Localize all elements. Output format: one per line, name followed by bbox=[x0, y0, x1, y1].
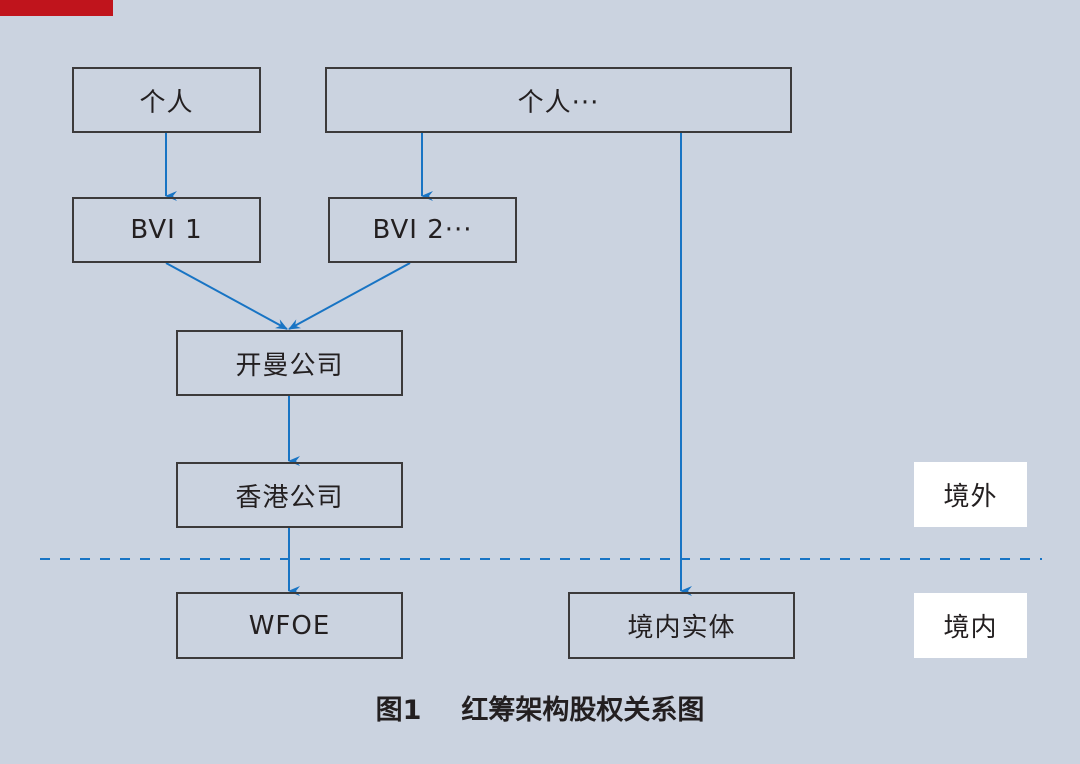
region-label: 境外 bbox=[943, 482, 998, 512]
region-label: 境内 bbox=[943, 613, 998, 643]
node-person-more: 个人··· bbox=[325, 67, 792, 133]
node-label: BVI 1 bbox=[130, 215, 203, 245]
node-person-1: 个人 bbox=[72, 67, 261, 133]
edge-bvi1-cayman bbox=[165, 262, 288, 330]
node-domestic-entity: 境内实体 bbox=[568, 592, 795, 659]
node-label: 开曼公司 bbox=[235, 350, 344, 381]
node-bvi-1: BVI 1 bbox=[72, 197, 261, 263]
region-label-onshore: 境内 bbox=[914, 593, 1027, 658]
node-label: WFOE bbox=[248, 610, 331, 641]
node-cayman-company: 开曼公司 bbox=[176, 330, 403, 396]
node-label: 个人 bbox=[139, 87, 194, 118]
node-label: 个人··· bbox=[517, 87, 600, 118]
red-accent-bar bbox=[0, 0, 113, 16]
node-label: 香港公司 bbox=[235, 482, 344, 513]
node-hongkong-company: 香港公司 bbox=[176, 462, 403, 528]
node-wfoe: WFOE bbox=[176, 592, 403, 659]
node-label: 境内实体 bbox=[627, 613, 736, 643]
region-label-offshore: 境外 bbox=[914, 462, 1027, 527]
figure-number: 图1 bbox=[375, 695, 422, 726]
node-label: BVI 2··· bbox=[372, 215, 473, 245]
figure-title: 红筹架构股权关系图 bbox=[461, 695, 705, 726]
node-bvi-2: BVI 2··· bbox=[328, 197, 517, 263]
figure-caption: 图1 红筹架构股权关系图 bbox=[0, 688, 1080, 727]
edge-bvi2-cayman bbox=[288, 262, 411, 330]
